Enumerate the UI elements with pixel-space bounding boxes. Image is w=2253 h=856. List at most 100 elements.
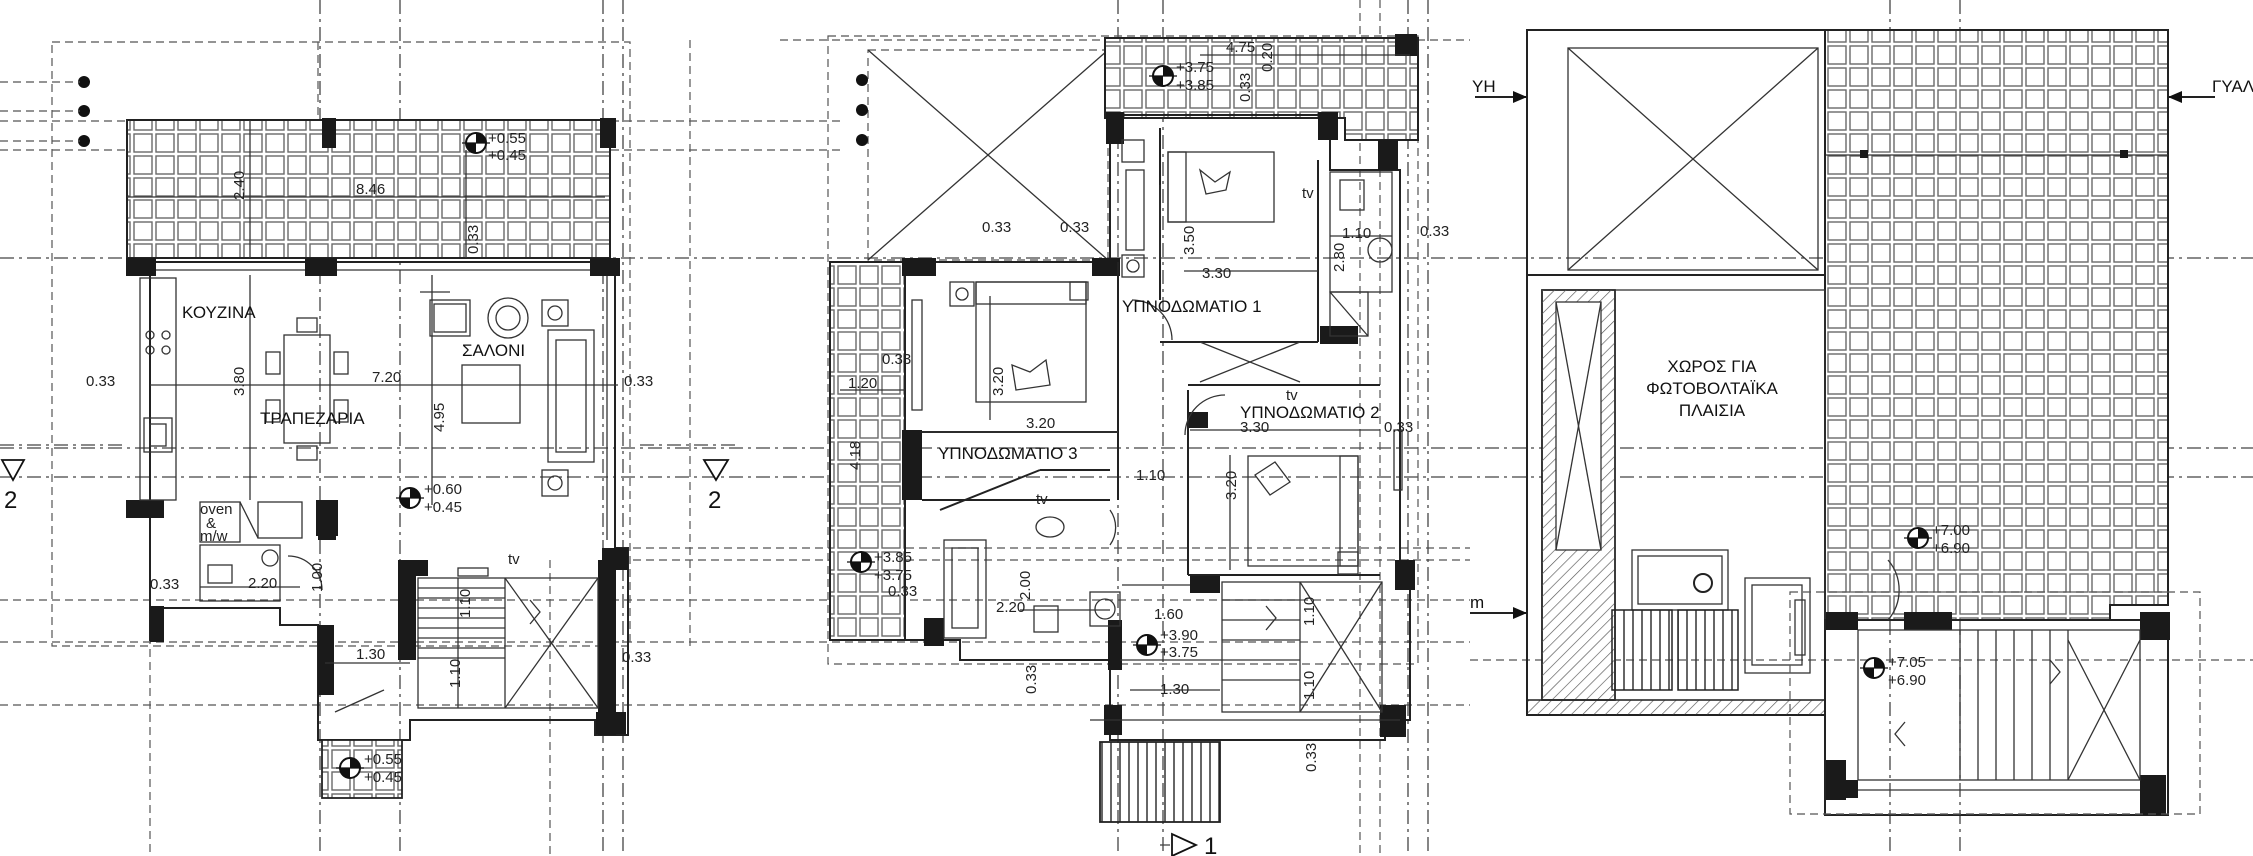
- label-tv: tv: [508, 551, 520, 568]
- level-left-b: +3.75: [874, 567, 912, 584]
- level-stair-b: +6.90: [1888, 672, 1926, 689]
- dim-2-20: 2.20: [248, 575, 277, 592]
- living-furniture: [429, 297, 595, 497]
- label-living: ΣΑΛΟΝΙ: [462, 341, 525, 360]
- plan-ground-floor: ΚΟΥΖΙΝΑ ΤΡΑΠΕΖΑΡΙΑ ΣΑΛΟΝΙ oven & m/w tv …: [0, 41, 740, 799]
- dim-4-18: 4.18: [847, 441, 864, 470]
- entrance-step: [321, 739, 403, 799]
- section-label-bottom: 1: [1204, 833, 1217, 856]
- level-marker-icon: [1132, 634, 1162, 656]
- dim-1-10-b: 1.10: [447, 659, 464, 688]
- level-top-b: +3.85: [1176, 77, 1214, 94]
- dim-0-33-i: 0.33: [1303, 743, 1320, 772]
- label-oven: oven: [200, 501, 233, 518]
- dim-3-50: 3.50: [1181, 226, 1198, 255]
- drain-dots: [0, 76, 90, 147]
- label-kitchen: ΚΟΥΖΙΝΑ: [182, 303, 256, 322]
- dim-0-33-c: 0.33: [624, 373, 653, 390]
- bed-room-3: [949, 281, 1089, 403]
- level-entry-top: +0.55: [364, 751, 402, 768]
- tag-yh: [1475, 91, 1527, 103]
- label-bedroom-2: ΥΠΝΟΔΩΜΑΤΙΟ 2: [1240, 403, 1380, 422]
- dim-0-33-d: 0.33: [982, 219, 1011, 236]
- kitchen-sink: [143, 417, 173, 453]
- section-marker-left: [0, 444, 125, 482]
- level-top-a: +3.75: [1176, 59, 1214, 76]
- dim-0-33-c: 0.33: [1420, 223, 1449, 240]
- dim-0-33-a: 0.33: [1237, 73, 1254, 102]
- bathroom-bottom: [943, 516, 1121, 639]
- dim-3-20-b: 3.20: [1026, 415, 1055, 432]
- dim-7-20: 7.20: [372, 369, 401, 386]
- tag-m-label: m: [1470, 593, 1484, 612]
- dim-0-20: 0.20: [1259, 43, 1276, 72]
- label-amp: &: [206, 515, 216, 532]
- dim-3-20-a: 3.20: [990, 367, 1007, 396]
- level-floor-top: +0.60: [424, 481, 462, 498]
- dim-0-33-g: 0.33: [888, 583, 917, 600]
- plan-first-floor: ΥΠΝΟΔΩΜΑΤΙΟ 1 ΥΠΝΟΔΩΜΑΤΙΟ 2 ΥΠΝΟΔΩΜΑΤΙΟ …: [827, 34, 1449, 856]
- dim-8-46: 8.46: [356, 181, 385, 198]
- dim-0-33-e: 0.33: [622, 649, 651, 666]
- dim-0-33-h: 0.33: [1023, 665, 1040, 694]
- dim-1-10-a: 1.10: [1342, 225, 1371, 242]
- pv-panels: [1611, 549, 1811, 691]
- dim-1-30: 1.30: [1160, 681, 1189, 698]
- dim-3-30-a: 3.30: [1202, 265, 1231, 282]
- level-stair-a: +7.05: [1888, 654, 1926, 671]
- level-marker-icon: [1859, 657, 1889, 679]
- label-bedroom-1: ΥΠΝΟΔΩΜΑΤΙΟ 1: [1122, 297, 1262, 316]
- section-marker-bottom: [1160, 832, 1199, 856]
- drain-dots: [856, 74, 868, 146]
- label-tv-3: tv: [1036, 491, 1048, 508]
- label-bedroom-3: ΥΠΝΟΔΩΜΑΤΙΟ 3: [938, 444, 1078, 463]
- dim-1-10-b: 1.10: [1136, 467, 1165, 484]
- canopy: [1099, 741, 1221, 823]
- dim-0-33-f: 0.33: [1384, 419, 1413, 436]
- level-entry-bottom: +0.45: [364, 769, 402, 786]
- bed-room-1: [1121, 139, 1275, 278]
- dim-2-00: 2.00: [1017, 571, 1034, 600]
- dim-1-30: 1.30: [356, 646, 385, 663]
- dim-0-33-b: 0.33: [86, 373, 115, 390]
- level-terrace-top: +0.55: [488, 130, 526, 147]
- tag-yh-label: ΥΗ: [1472, 77, 1496, 96]
- dim-0-33-a: 0.33: [465, 225, 482, 254]
- level-roof-a: +7.00: [1932, 522, 1970, 539]
- stair-roof: [1857, 629, 2141, 791]
- tag-gyal-label: ΓΥΑΛ: [2212, 77, 2253, 96]
- dining-table: [265, 317, 349, 461]
- dim-3-20-c: 3.20: [1223, 471, 1240, 500]
- pv-area-label-line-2: ΦΩΤΟΒΟΛΤΑΪΚΑ: [1646, 379, 1778, 398]
- dim-1-00: 1.00: [309, 563, 326, 592]
- dim-3-30-b: 3.30: [1240, 419, 1269, 436]
- plan-roof: ΧΩΡΟΣ ΓΙΑ ΦΩΤΟΒΟΛΤΑΪΚΑ ΠΛΑΙΣΙΑ ΥΗ ΓΥΑΛ m…: [1470, 29, 2253, 816]
- pv-area-label-line-3: ΠΛΑΙΣΙΑ: [1679, 401, 1746, 420]
- stair-ground: [417, 577, 599, 709]
- dim-1-10-d: 1.10: [1301, 671, 1318, 700]
- bathroom-top: [1329, 171, 1393, 337]
- label-dining: ΤΡΑΠΕΖΑΡΙΑ: [260, 409, 365, 428]
- dim-2-80: 2.80: [1331, 243, 1348, 272]
- level-left-a: +3.85: [874, 549, 912, 566]
- dim-4-95: 4.95: [431, 403, 448, 432]
- section-label-left: 2: [4, 487, 17, 514]
- label-mw: m/w: [200, 528, 228, 545]
- tag-m: [1470, 607, 1527, 619]
- terrace-tiles: [126, 119, 611, 259]
- cooktop: [145, 330, 171, 355]
- pv-area-label-line-1: ΧΩΡΟΣ ΓΙΑ: [1667, 357, 1757, 376]
- section-label-right: 2: [708, 487, 721, 514]
- dim-1-10-a: 1.10: [457, 589, 474, 618]
- label-tv-1: tv: [1302, 185, 1314, 202]
- section-marker-right: [640, 444, 740, 482]
- dim-0-33-d: 0.33: [150, 576, 179, 593]
- dim-1-10-c: 1.10: [1301, 597, 1318, 626]
- level-stair-b: +3.75: [1160, 644, 1198, 661]
- dim-2-20: 2.20: [996, 599, 1025, 616]
- dim-1-20: 1.20: [848, 375, 877, 392]
- tag-gyal: [2168, 91, 2215, 103]
- dim-1-60: 1.60: [1154, 606, 1183, 623]
- label-tv-2: tv: [1286, 387, 1298, 404]
